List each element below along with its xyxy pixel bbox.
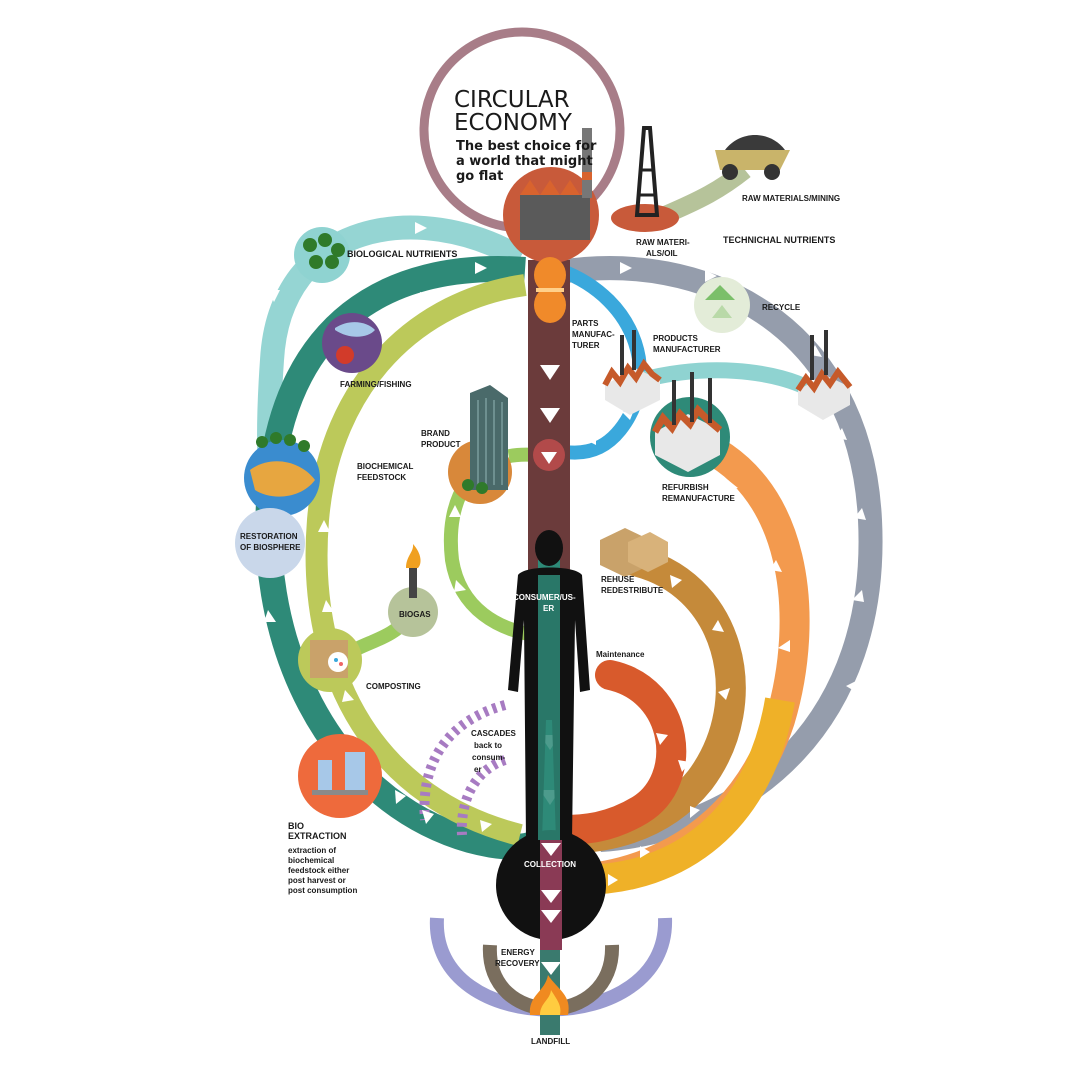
bio-extraction-label-1: BIO xyxy=(288,821,304,831)
raw-materials-oil-label-2: ALS/OIL xyxy=(646,249,678,258)
compost-icon xyxy=(310,640,348,678)
parts-capsule-icon xyxy=(534,257,566,323)
brand-label-2: PRODUCT xyxy=(421,440,461,449)
energy-recovery-label-2: RECOVERY xyxy=(495,959,540,968)
biogas-label: BIOGAS xyxy=(399,610,431,619)
fish-icon xyxy=(335,322,375,364)
factory-small-icon xyxy=(651,372,723,472)
bio-desc-2: biochemical xyxy=(288,856,334,865)
factory-small-icon xyxy=(602,330,662,415)
parts-label-1: PARTS xyxy=(572,319,599,328)
bio-desc-5: post consumption xyxy=(288,886,357,895)
amber-loop xyxy=(579,697,795,895)
flame-icon xyxy=(406,544,421,598)
bio-extraction-label-2: EXTRACTION xyxy=(288,831,347,841)
maintenance-label: Maintenance xyxy=(596,650,645,659)
biological-nutrients-label: BIOLOGICAL NUTRIENTS xyxy=(347,249,457,259)
landfill-label: LANDFILL xyxy=(531,1037,570,1046)
bio-desc-3: feedstock either xyxy=(288,866,349,875)
biochemical-label-2: FEEDSTOCK xyxy=(357,473,406,482)
cascades-label-4: er xyxy=(474,765,482,774)
biochemical-feedstock-loop xyxy=(305,274,527,846)
composting-label: COMPOSTING xyxy=(366,682,421,691)
flame-icon xyxy=(529,975,569,1015)
subtitle-line1: The best choice for xyxy=(456,139,597,154)
collection-arrows xyxy=(541,843,561,923)
factory-small-icon xyxy=(795,330,853,420)
recycle-icon xyxy=(694,277,750,333)
trees-icon xyxy=(303,233,345,269)
cascades-label-2: back to xyxy=(474,741,502,750)
subtitle-line3: go flat xyxy=(456,169,503,184)
maintenance-loop xyxy=(545,660,687,845)
consumer-label-2: ER xyxy=(543,604,554,613)
factory-icon xyxy=(520,128,592,240)
recycle-label: RECYCLE xyxy=(762,303,801,312)
cascades-arc-outer xyxy=(419,700,507,821)
rehuse-label-2: REDESTRIBUTE xyxy=(601,586,664,595)
bio-desc-4: post harvest or xyxy=(288,876,346,885)
ring-arrows xyxy=(262,222,866,886)
biogas-circle xyxy=(388,587,438,637)
raw-materials-link xyxy=(661,162,751,224)
parts-label-2: MANUFAC- xyxy=(572,330,615,339)
title-line2: ECONOMY xyxy=(454,110,573,136)
skyscraper-icon xyxy=(462,385,508,494)
restoration-label-2: OF BIOSPHERE xyxy=(240,543,301,552)
oil-rig-icon xyxy=(611,126,679,232)
title-line1: CIRCULAR xyxy=(454,87,570,113)
restoration-circle xyxy=(235,508,305,578)
cascades-arc-inner xyxy=(456,755,507,836)
raw-materials-oil-label-1: RAW MATERI- xyxy=(636,238,690,247)
globe-icon xyxy=(244,432,320,516)
products-label-1: PRODUCTS xyxy=(653,334,699,343)
cascades-label-3: consum- xyxy=(472,753,506,762)
parts-label-3: TURER xyxy=(572,341,600,350)
farming-loop xyxy=(255,256,534,860)
raw-materials-mining-label: RAW MATERIALS/MINING xyxy=(742,194,840,203)
bio-desc-1: extraction of xyxy=(288,846,336,855)
cascades-label-1: CASCADES xyxy=(471,729,517,738)
collection-label: COLLECTION xyxy=(524,860,576,869)
farming-circle xyxy=(322,313,382,373)
brand-label-1: BRAND xyxy=(421,429,450,438)
lab-flask-icon xyxy=(312,752,368,795)
technical-nutrients-label: TECHNICHAL NUTRIENTS xyxy=(723,235,835,245)
products-label-2: MANUFACTURER xyxy=(653,345,721,354)
rehuse-label-1: REHUSE xyxy=(601,575,635,584)
farming-label: FARMING/FISHING xyxy=(340,380,412,389)
energy-recovery-label-1: ENERGY xyxy=(501,948,535,957)
refurbish-label-2: REMANUFACTURE xyxy=(662,494,736,503)
subtitle-line2: a world that might xyxy=(456,154,593,169)
biochemical-label-1: BIOCHEMICAL xyxy=(357,462,414,471)
bio-extraction-circle xyxy=(298,734,382,818)
refurbish-label-1: REFURBISH xyxy=(662,483,709,492)
mining-truck-icon xyxy=(715,135,790,180)
consumer-label-1: CONSUMER/US- xyxy=(513,593,576,602)
restoration-label-1: RESTORATION xyxy=(240,532,298,541)
boxes-icon xyxy=(600,528,668,577)
